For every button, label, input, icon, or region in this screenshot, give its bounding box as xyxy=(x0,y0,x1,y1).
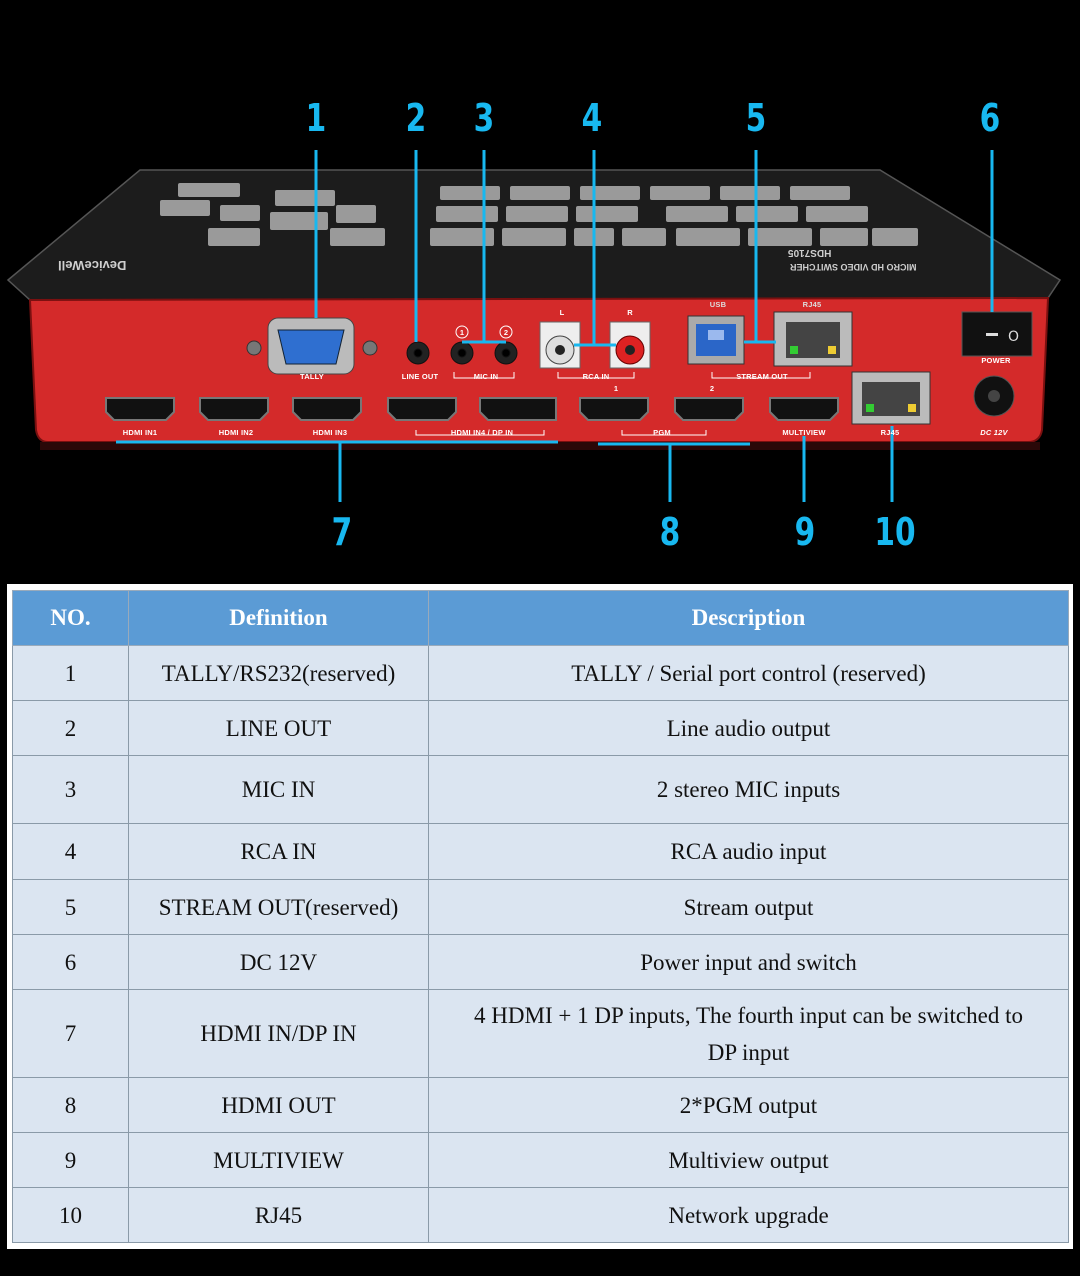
device-shadow xyxy=(40,442,1040,450)
cell-no: 10 xyxy=(12,1187,129,1243)
label-usb: USB xyxy=(709,300,727,309)
dc-jack xyxy=(973,375,1015,417)
cell-no: 8 xyxy=(12,1077,129,1133)
callout-9: 9 xyxy=(794,510,816,554)
label-rca-r: R xyxy=(627,308,633,317)
cell-definition: MIC IN xyxy=(128,755,429,824)
table-header-row: NO. Definition Description xyxy=(12,590,1069,646)
power-switch: O xyxy=(961,311,1033,357)
table-row: 3 MIC IN 2 stereo MIC inputs xyxy=(12,755,1069,824)
table-row: 4 RCA IN RCA audio input xyxy=(12,823,1069,880)
cell-no: 5 xyxy=(12,879,129,935)
table-row: 10 RJ45 Network upgrade xyxy=(12,1187,1069,1243)
cell-no: 6 xyxy=(12,934,129,990)
header-no: NO. xyxy=(12,590,129,646)
label-rca-l: L xyxy=(559,308,565,317)
tally-port xyxy=(246,317,378,375)
cell-definition: STREAM OUT(reserved) xyxy=(128,879,429,935)
table-row: 6 DC 12V Power input and switch xyxy=(12,934,1069,990)
usb-port xyxy=(687,315,745,365)
label-dc12v: DC 12V xyxy=(980,428,1008,437)
cell-definition: LINE OUT xyxy=(128,700,429,756)
rj45-top-port xyxy=(773,311,853,367)
cell-definition: HDMI IN/DP IN xyxy=(128,989,429,1078)
device-illustration: O xyxy=(6,150,1062,502)
port-definition-table: NO. Definition Description 1 TALLY/RS232… xyxy=(12,590,1069,1243)
header-definition: Definition xyxy=(128,590,429,646)
svg-text:O: O xyxy=(1008,329,1019,345)
cell-definition: TALLY/RS232(reserved) xyxy=(128,645,429,701)
model-subtitle: MICRO HD VIDEO SWITCHER xyxy=(790,262,917,272)
model-number: HDS7105 xyxy=(788,247,832,258)
hdmi-ports xyxy=(105,397,839,421)
label-hdmi-in4-dp: HDMI IN4 / DP IN xyxy=(450,428,514,437)
cell-definition: DC 12V xyxy=(128,934,429,990)
cell-no: 3 xyxy=(12,755,129,824)
label-tally: TALLY xyxy=(300,372,324,381)
label-hdmi-in1: HDMI IN1 xyxy=(122,428,158,437)
cell-no: 7 xyxy=(12,989,129,1078)
label-power: POWER xyxy=(981,356,1011,365)
callout-4: 4 xyxy=(581,96,603,140)
rca-jacks xyxy=(539,321,651,369)
callout-3: 3 xyxy=(473,96,495,140)
cell-definition: HDMI OUT xyxy=(128,1077,429,1133)
port-definition-table-container: NO. Definition Description 1 TALLY/RS232… xyxy=(7,584,1073,1249)
cell-description: Stream output xyxy=(428,879,1069,935)
cell-description: TALLY / Serial port control (reserved) xyxy=(428,645,1069,701)
callout-lines xyxy=(116,150,994,502)
label-line-out: LINE OUT xyxy=(401,372,439,381)
cell-no: 9 xyxy=(12,1132,129,1188)
port-brackets xyxy=(415,372,811,436)
label-pgm-2: 2 xyxy=(709,384,715,393)
cell-no: 1 xyxy=(12,645,129,701)
label-stream-out: STREAM OUT xyxy=(736,372,788,381)
callout-1: 1 xyxy=(305,96,327,140)
device-top-buttons xyxy=(160,183,918,246)
callout-2: 2 xyxy=(405,96,427,140)
cell-description: Line audio output xyxy=(428,700,1069,756)
label-hdmi-in2: HDMI IN2 xyxy=(218,428,254,437)
table-row: 9 MULTIVIEW Multiview output xyxy=(12,1132,1069,1188)
label-pgm-1: 1 xyxy=(613,384,619,393)
cell-no: 2 xyxy=(12,700,129,756)
label-mic-in: MIC IN xyxy=(473,372,499,381)
label-mic-2: 2 xyxy=(503,328,509,337)
label-rj45-top: RJ45 xyxy=(802,300,822,309)
table-row: 2 LINE OUT Line audio output xyxy=(12,700,1069,756)
cell-description: Power input and switch xyxy=(428,934,1069,990)
cell-description: 2*PGM output xyxy=(428,1077,1069,1133)
table-row: 8 HDMI OUT 2*PGM output xyxy=(12,1077,1069,1133)
table-row: 1 TALLY/RS232(reserved) TALLY / Serial p… xyxy=(12,645,1069,701)
cell-definition: MULTIVIEW xyxy=(128,1132,429,1188)
cell-definition: RJ45 xyxy=(128,1187,429,1243)
callout-10: 10 xyxy=(874,510,916,554)
callout-6: 6 xyxy=(979,96,1001,140)
label-mic-1: 1 xyxy=(459,328,465,337)
audio-jacks xyxy=(406,325,518,365)
callout-8: 8 xyxy=(659,510,681,554)
dp-port xyxy=(479,397,557,421)
cell-description: Network upgrade xyxy=(428,1187,1069,1243)
label-rj45-bottom: RJ45 xyxy=(880,428,900,437)
label-rca-in: RCA IN xyxy=(582,372,610,381)
cell-description: Multiview output xyxy=(428,1132,1069,1188)
cell-definition: RCA IN xyxy=(128,823,429,880)
device-rear-panel-figure: O xyxy=(0,0,1080,580)
cell-no: 4 xyxy=(12,823,129,880)
label-hdmi-in3: HDMI IN3 xyxy=(312,428,348,437)
cell-description: RCA audio input xyxy=(428,823,1069,880)
label-pgm: PGM xyxy=(653,428,671,437)
callout-5: 5 xyxy=(745,96,767,140)
callout-7: 7 xyxy=(331,510,353,554)
label-multiview: MULTIVIEW xyxy=(782,428,826,437)
table-row: 5 STREAM OUT(reserved) Stream output xyxy=(12,879,1069,935)
table-row: 7 HDMI IN/DP IN 4 HDMI + 1 DP inputs, Th… xyxy=(12,989,1069,1078)
header-description: Description xyxy=(428,590,1069,646)
brand-logo: DeviceWell xyxy=(58,258,127,273)
cell-description: 2 stereo MIC inputs xyxy=(428,755,1069,824)
rj45-bottom-port xyxy=(851,371,931,425)
cell-description: 4 HDMI + 1 DP inputs, The fourth input c… xyxy=(428,989,1069,1078)
